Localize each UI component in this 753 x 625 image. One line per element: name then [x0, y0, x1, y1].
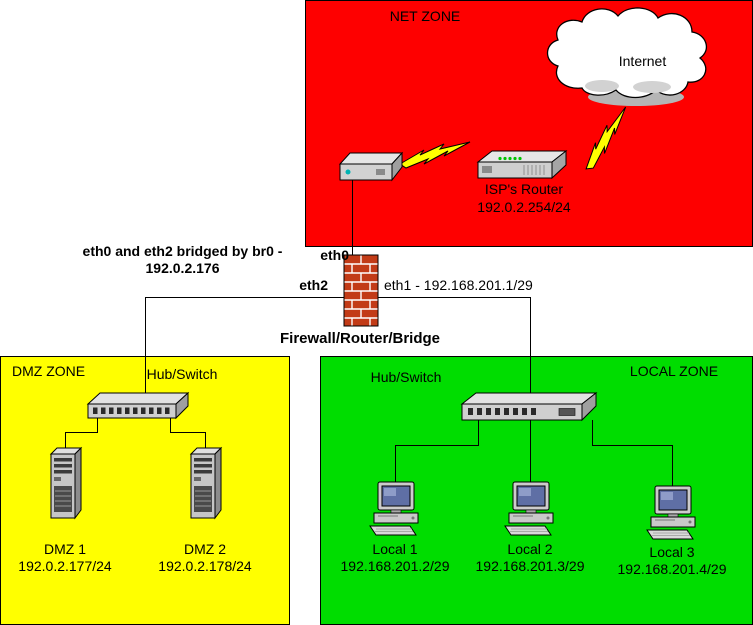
link-localhub-local1 — [395, 420, 479, 484]
modem-icon — [338, 151, 404, 182]
firewall-icon — [343, 254, 379, 327]
dmz2-ip: 192.0.2.178/24 — [158, 558, 252, 574]
link-localhub-local3 — [592, 420, 673, 488]
bridge-note-line2: 192.0.2.176 — [145, 260, 220, 276]
lightning-bolt-modem-router-icon — [399, 141, 471, 169]
link-dmzhub-dmz1 — [65, 418, 98, 454]
local1-computer-icon — [369, 481, 419, 536]
local3-ip: 192.168.201.4/29 — [617, 561, 727, 577]
local2-name: Local 2 — [507, 541, 553, 557]
eth1-label: eth1 — [384, 277, 412, 293]
local-hub-label: Hub/Switch — [370, 369, 442, 385]
dmz-hub-label: Hub/Switch — [146, 366, 218, 382]
local2-computer-icon — [504, 481, 554, 536]
isp-router-ip: 192.0.2.254/24 — [477, 199, 571, 215]
eth0-label: eth0 — [320, 247, 349, 263]
dmz1-name: DMZ 1 — [44, 541, 86, 557]
link-firewall-local-hub — [378, 297, 531, 397]
dmz2-name: DMZ 2 — [184, 541, 226, 557]
link-firewall-dmz-hub — [145, 297, 344, 397]
link-dmzhub-dmz2 — [170, 418, 206, 454]
lightning-bolt-router-internet-icon — [585, 106, 627, 170]
connection-lines — [65, 180, 673, 488]
local1-ip: 192.168.201.2/29 — [340, 558, 450, 574]
dmz-hub-icon — [86, 391, 190, 420]
local-hub-icon — [460, 391, 598, 422]
local2-ip: 192.168.201.3/29 — [475, 558, 585, 574]
firewall-title: Firewall/Router/Bridge — [279, 330, 441, 347]
local3-computer-icon — [646, 485, 696, 540]
eth1-ip: - 192.168.201.1/29 — [415, 277, 533, 293]
eth1-label-row: eth1- 192.168.201.1/29 — [384, 277, 533, 293]
internet-cloud-icon — [546, 7, 708, 106]
dmz2-server-icon — [190, 447, 222, 519]
bridge-note-line1: eth0 and eth2 bridged by br0 - — [82, 243, 283, 259]
dmz1-server-icon — [50, 447, 82, 519]
internet-label: Internet — [618, 53, 667, 69]
local1-name: Local 1 — [372, 541, 418, 557]
local-zone-label: LOCAL ZONE — [629, 363, 719, 379]
eth2-label: eth2 — [299, 277, 328, 293]
net-zone-label: NET ZONE — [389, 8, 461, 24]
dmz1-ip: 192.0.2.177/24 — [18, 558, 112, 574]
dmz-zone-label: DMZ ZONE — [12, 363, 86, 379]
isp-router-icon — [476, 149, 568, 180]
isp-router-label: ISP's Router — [484, 181, 564, 197]
local3-name: Local 3 — [649, 544, 695, 560]
